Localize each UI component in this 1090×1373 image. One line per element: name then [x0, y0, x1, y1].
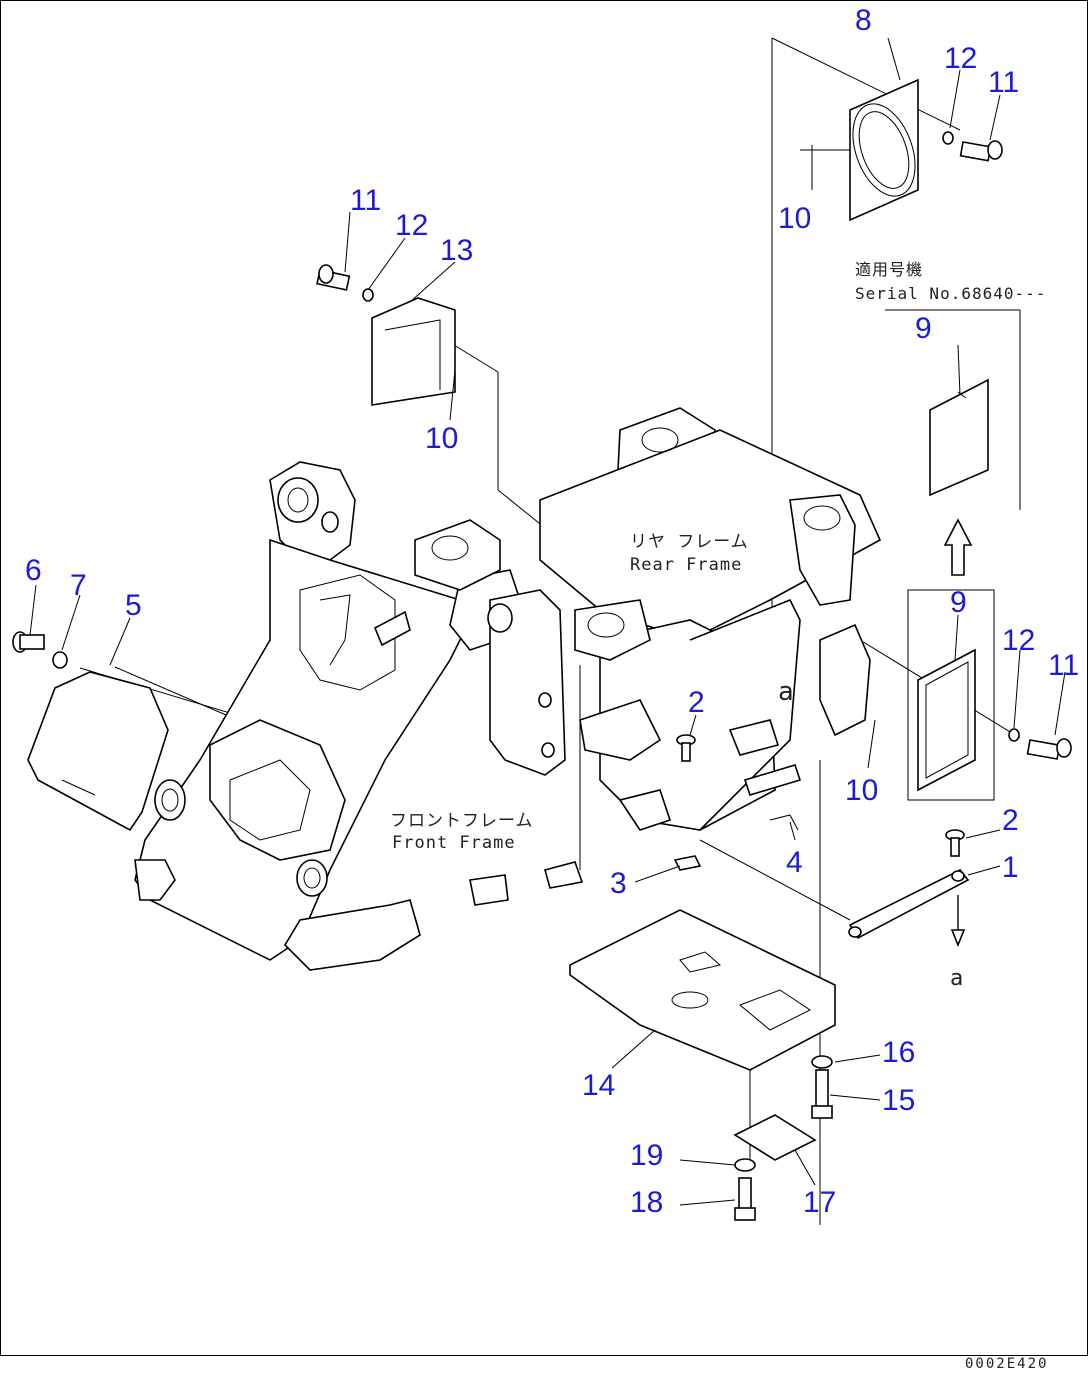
- callout-10: 10: [845, 774, 878, 807]
- arrow-up: [943, 518, 973, 576]
- serial-label-jp: 適用号機: [855, 260, 923, 279]
- callout-leaders: [29, 37, 1066, 1206]
- bolt-15: [811, 1069, 833, 1119]
- stay-1: [848, 868, 970, 948]
- washer-16: [811, 1055, 833, 1069]
- bolt-11-upper-left: [316, 264, 374, 302]
- callout-7: 7: [70, 569, 87, 602]
- bolt-6: [12, 631, 68, 669]
- callout-6: 6: [25, 554, 42, 587]
- under-cover-14: [569, 909, 836, 1071]
- inset-box: [907, 589, 995, 801]
- callout-13: 13: [440, 234, 473, 267]
- callout-2: 2: [1002, 804, 1019, 837]
- callout-12: 12: [1002, 624, 1035, 657]
- callout-16: 16: [882, 1036, 915, 1069]
- callout-2: 2: [688, 686, 705, 719]
- bolt-11-top: [942, 131, 1003, 162]
- callout-10: 10: [778, 202, 811, 235]
- bolt-11-right: [1008, 728, 1072, 760]
- callout-4: 4: [786, 846, 803, 879]
- view-a-label-upper: a: [778, 677, 795, 707]
- cover-9-upper: [929, 378, 989, 497]
- front-frame: [134, 461, 521, 971]
- callout-11: 11: [350, 184, 381, 217]
- rear-frame-label-jp: リヤ フレーム: [630, 532, 749, 552]
- callout-14: 14: [582, 1069, 615, 1102]
- callout-numbers: 8 12 11 10 11 12 13 10 9 9 12 11 10 6 7 …: [25, 4, 1079, 1219]
- callout-18: 18: [630, 1186, 663, 1219]
- drawing-code: 0002E420: [965, 1356, 1048, 1372]
- callout-12: 12: [944, 42, 977, 75]
- front-frame-label-jp: フロントフレーム: [390, 811, 534, 831]
- cover-plate-8: [849, 78, 919, 222]
- callout-15: 15: [882, 1084, 915, 1117]
- callout-9: 9: [915, 312, 932, 345]
- bolt-2-right: [945, 829, 965, 857]
- callout-11: 11: [988, 66, 1019, 99]
- cover-17: [733, 1114, 817, 1161]
- side-cover-5: [27, 671, 169, 832]
- callout-8: 8: [855, 4, 872, 37]
- serial-label-en: Serial No.68640---: [855, 284, 1046, 303]
- frame-labels: リヤ フレーム Rear Frame フロントフレーム Front Frame …: [390, 260, 1048, 1372]
- callout-1: 1: [1002, 851, 1019, 884]
- callout-10: 10: [425, 422, 458, 455]
- callout-3: 3: [610, 867, 627, 900]
- callout-11: 11: [1048, 649, 1079, 682]
- bolt-18: [734, 1177, 756, 1221]
- view-a-label-lower: a: [950, 966, 964, 991]
- bolt-2-center: [676, 734, 696, 762]
- callout-12: 12: [395, 209, 428, 242]
- pin-3: [673, 855, 702, 871]
- cover-13: [371, 297, 456, 406]
- rear-frame: [414, 407, 882, 906]
- callout-17: 17: [803, 1186, 836, 1219]
- washer-19: [734, 1158, 756, 1172]
- callout-9: 9: [950, 586, 967, 619]
- rear-frame-label-en: Rear Frame: [630, 555, 742, 575]
- front-frame-label-en: Front Frame: [392, 833, 516, 853]
- callout-5: 5: [125, 589, 142, 622]
- clip-4: [769, 814, 799, 831]
- callout-19: 19: [630, 1139, 663, 1172]
